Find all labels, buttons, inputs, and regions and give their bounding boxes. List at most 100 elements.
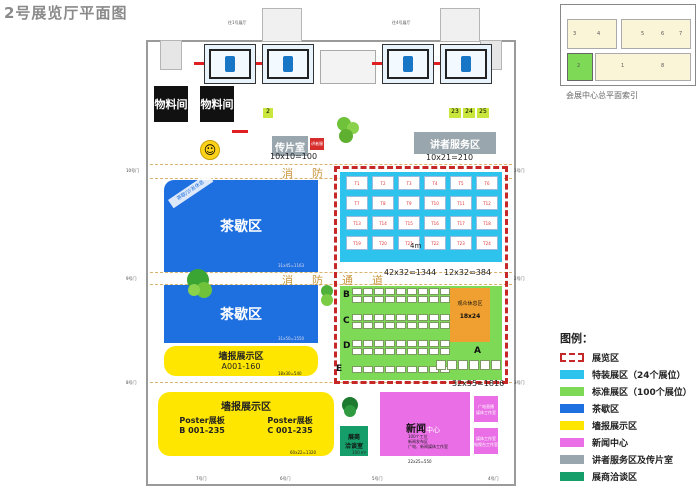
poster-area-top: 墙报展示区 A001-160 [164, 346, 318, 376]
standard-booth [352, 322, 362, 329]
special-dims-left: 42x32=1344 [384, 268, 437, 277]
aisle-label-fire-3: 消 [282, 274, 299, 287]
poster-bottom-label: 墙报展示区 [221, 402, 271, 413]
door-right-label: 往4号展厅 [392, 20, 411, 25]
standard-booth [440, 296, 450, 303]
poster-column-title: Poster展板 [179, 416, 225, 425]
exit-label: 10号门 [126, 168, 140, 173]
exit-label: 7号门 [196, 476, 207, 481]
tree-icon [336, 116, 360, 144]
legend-title: 图例： [560, 332, 593, 345]
legend-swatch [560, 454, 584, 464]
legend-item: 讲者服务区及传片室 [560, 452, 673, 466]
standard-booth [407, 366, 417, 373]
aisle-label-channel-1: 通 [342, 274, 359, 287]
standard-booth [363, 288, 373, 295]
aisle-label-fire-1: 消 [282, 167, 299, 180]
standard-booth [374, 296, 384, 303]
standard-booth [396, 322, 406, 329]
standard-booth [374, 288, 384, 295]
standard-booth [429, 296, 439, 303]
standard-booth [374, 340, 384, 347]
smiley-icon: ☺ [200, 140, 220, 160]
row-label-d: D [343, 341, 351, 351]
legend-swatch [560, 352, 584, 362]
poster-column-range: C 001-235 [267, 426, 313, 435]
standard-booth [352, 288, 362, 295]
restroom-1 [204, 44, 256, 84]
legend-swatch [560, 471, 584, 481]
audience-rest-dims: 18x24 [459, 313, 481, 320]
exhibition-zone [334, 166, 508, 384]
legend-item: 墙报展示区 [560, 418, 637, 432]
audience-rest-label: 观众休息区 [457, 301, 483, 307]
legend-item: 展览区 [560, 350, 619, 364]
special-booth: T1 [346, 176, 368, 190]
standard-booth [396, 314, 406, 321]
news-center-label: 新闻 [406, 424, 426, 435]
standard-booth [363, 322, 373, 329]
standard-booth [363, 314, 373, 321]
standard-booth [429, 340, 439, 347]
standard-dims: 32x55=1816 [452, 379, 505, 388]
standard-booth [429, 288, 439, 295]
legend-label: 墙报展示区 [592, 421, 638, 432]
aisle-label-fire-4: 防 [312, 274, 329, 287]
standard-booth [480, 360, 490, 370]
standard-booth [407, 296, 417, 303]
poster-top-dims: 18x30=540 [278, 371, 302, 376]
standard-booth [491, 360, 501, 370]
restroom-2 [262, 44, 314, 84]
room-number: 23 [449, 108, 461, 118]
standard-booth [418, 348, 428, 355]
standard-booth [407, 288, 417, 295]
negotiation-dims: 100 m² [352, 450, 367, 455]
legend-label: 展览区 [592, 353, 620, 364]
row-label-b: B [343, 290, 350, 300]
poster-top-label: 墙报展示区 [218, 352, 264, 362]
special-booth: T12 [476, 196, 498, 210]
copy-room: 传片室 [272, 136, 308, 156]
aisle-line [150, 284, 512, 285]
poster-bottom-dims: 60x22=1320 [290, 450, 317, 455]
standard-booth [436, 360, 446, 370]
special-booth: T14 [372, 216, 394, 230]
arrow-icon [232, 130, 248, 133]
poster-area-bottom: 墙报展示区 Poster展板 B 001-235 Poster展板 C 001-… [158, 392, 334, 456]
exit-label: 6号门 [280, 476, 291, 481]
special-booth: T11 [450, 196, 472, 210]
standard-booth [363, 340, 373, 347]
arrow-icon [372, 62, 382, 65]
standard-booth [407, 314, 417, 321]
restroom-icon [461, 56, 471, 72]
index-cell: 4 [597, 31, 601, 37]
stair-block-left [262, 8, 302, 42]
standard-booth [396, 340, 406, 347]
news-center-dims: 22x25=550 [408, 459, 432, 464]
legend-label: 新闻中心 [592, 438, 629, 449]
standard-booth [440, 348, 450, 355]
row-label-c: C [343, 316, 350, 326]
arrow-icon [434, 62, 440, 65]
poster-column-title: Poster展板 [267, 416, 313, 425]
restroom-icon [225, 56, 235, 72]
standard-booth [440, 322, 450, 329]
index-cell: 1 [621, 63, 625, 69]
tea-break-dims-top: 31x45=1163 [278, 263, 305, 268]
poster-column-b: Poster展板 B 001-235 [179, 415, 225, 435]
special-booth: T9 [398, 196, 420, 210]
standard-booth [352, 340, 362, 347]
index-cell: 6 [661, 31, 665, 37]
aisle-line [150, 178, 512, 179]
exit-label: 1号门 [514, 168, 525, 173]
legend-label: 标准展区（100个展位） [592, 387, 692, 398]
special-booth: T18 [476, 216, 498, 230]
special-booth: T23 [450, 236, 472, 250]
exit-label: 5号门 [372, 476, 383, 481]
special-booth: T4 [424, 176, 446, 190]
standard-booth [447, 360, 457, 370]
special-booth: T6 [476, 176, 498, 190]
standard-booth [440, 314, 450, 321]
special-dims-right: 12x32=384 [444, 268, 492, 277]
